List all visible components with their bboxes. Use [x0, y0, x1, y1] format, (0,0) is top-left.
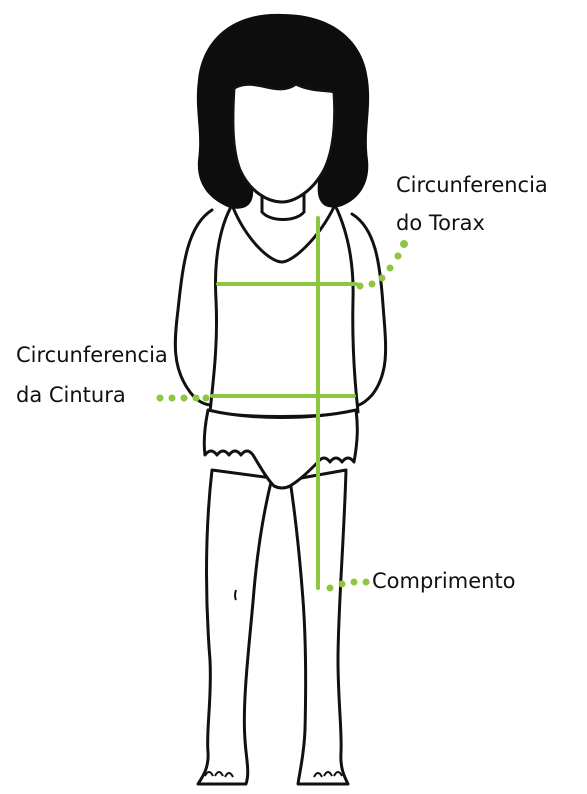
chest-label-line1: Circunferencia — [396, 173, 548, 197]
waist-label-line1: Circunferencia — [16, 343, 168, 367]
arms — [173, 208, 388, 409]
measure-lines — [210, 216, 358, 590]
tank-top — [208, 203, 360, 418]
face — [231, 82, 337, 204]
toes — [204, 589, 343, 778]
leader-dots — [156, 240, 408, 592]
legs — [196, 468, 350, 786]
waist-label-line2: da Cintura — [16, 383, 126, 407]
length-label: Comprimento — [372, 569, 516, 593]
chest-label-line2: do Torax — [396, 211, 485, 235]
